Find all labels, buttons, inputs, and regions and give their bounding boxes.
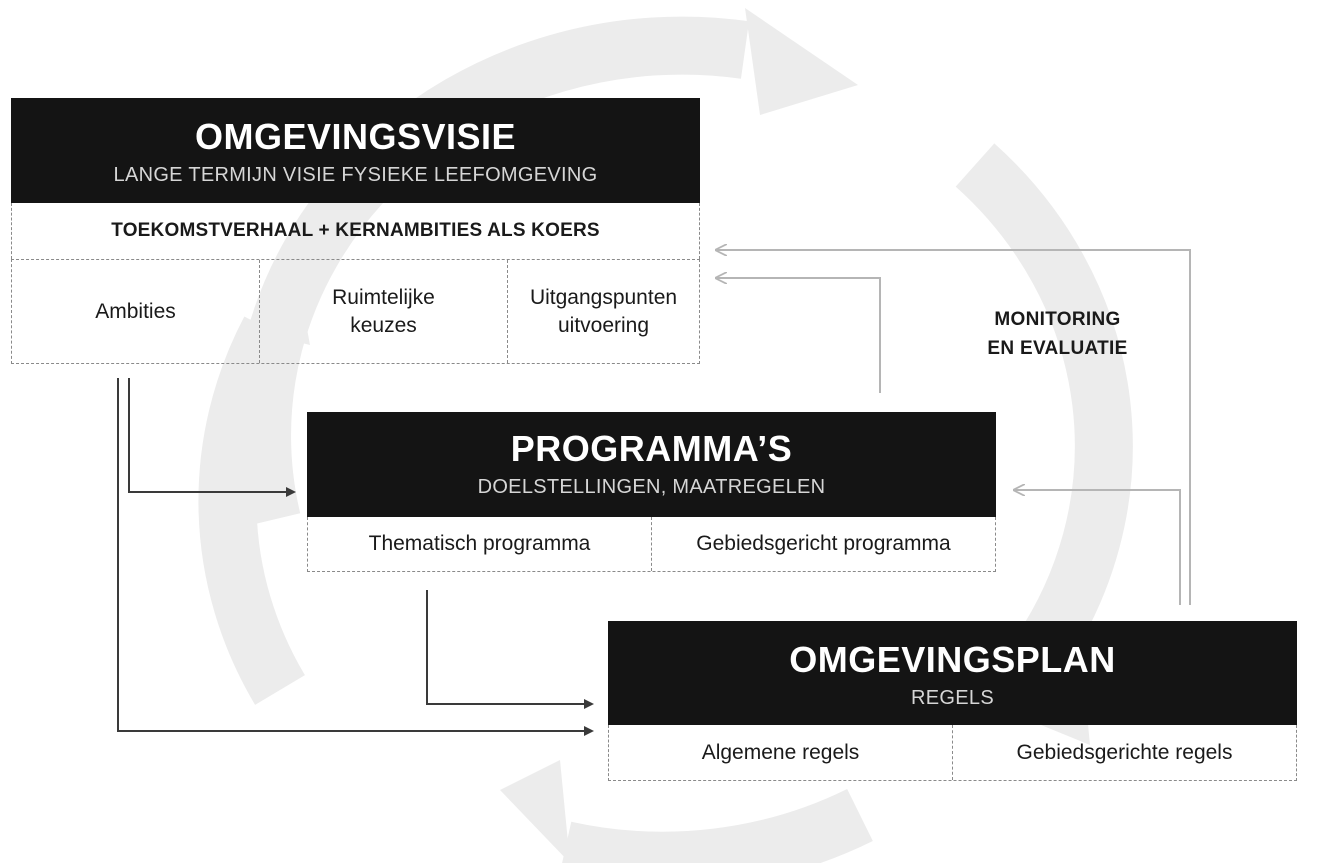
cycle-arrow-left bbox=[198, 290, 310, 705]
cycle-arrow-bottom bbox=[500, 760, 873, 863]
omgevingsvisie-block: OMGEVINGSVISIE LANGE TERMIJN VISIE FYSIE… bbox=[11, 98, 700, 364]
omgevingsplan-header: OMGEVINGSPLAN REGELS bbox=[608, 621, 1297, 725]
programmas-block: PROGRAMMA’S DOELSTELLINGEN, MAATREGELEN … bbox=[307, 412, 996, 572]
cell-gebiedsgerichte-regels: Gebiedsgerichte regels bbox=[952, 725, 1296, 780]
omgevingsvisie-banner: TOEKOMSTVERHAAL + KERNAMBITIES ALS KOERS bbox=[11, 203, 700, 259]
cell-ambities: Ambities bbox=[95, 299, 176, 323]
programmas-header: PROGRAMMA’S DOELSTELLINGEN, MAATREGELEN bbox=[307, 412, 996, 517]
flow-arrows bbox=[117, 378, 594, 736]
monitoring-line-1: MONITORING bbox=[994, 309, 1121, 330]
omgevingsvisie-title: OMGEVINGSVISIE bbox=[194, 116, 517, 157]
cell-ruimtelijke-keuzes: Ruimtelijke keuzes bbox=[259, 260, 507, 363]
monitoring-label: MONITORING EN EVALUATIE bbox=[950, 306, 1165, 363]
cell-algemene-regels: Algemene regels bbox=[701, 740, 860, 764]
programmas-subtitle: DOELSTELLINGEN, MAATREGELEN bbox=[477, 476, 826, 498]
omgevingsvisie-header: OMGEVINGSVISIE LANGE TERMIJN VISIE FYSIE… bbox=[11, 98, 700, 203]
programmas-cells: Thematisch programma Gebiedsgericht prog… bbox=[307, 517, 996, 572]
feedback-arrows bbox=[717, 250, 1191, 605]
omgevingsplan-block: OMGEVINGSPLAN REGELS Algemene regels Geb… bbox=[608, 621, 1297, 781]
monitoring-line-2: EN EVALUATIE bbox=[987, 337, 1128, 359]
omgevingsplan-title: OMGEVINGSPLAN bbox=[789, 639, 1116, 680]
programmas-title: PROGRAMMA’S bbox=[510, 428, 793, 469]
omgevingsvisie-cells: Ambities Ruimtelijke keuzes Uitgangspunt… bbox=[11, 259, 700, 364]
omgevingsplan-subtitle: REGELS bbox=[911, 687, 994, 709]
cell-uitgangspunten-uitvoering: Uitgangspunten uitvoering bbox=[507, 260, 699, 363]
omgevingsvisie-subtitle: LANGE TERMIJN VISIE FYSIEKE LEEFOMGEVING bbox=[113, 164, 598, 186]
cell-thematisch-programma: Thematisch programma bbox=[368, 532, 591, 556]
cell-gebiedsgericht-programma: Gebiedsgericht programma bbox=[651, 517, 995, 571]
omgevingsplan-cells: Algemene regels Gebiedsgerichte regels bbox=[608, 725, 1297, 781]
